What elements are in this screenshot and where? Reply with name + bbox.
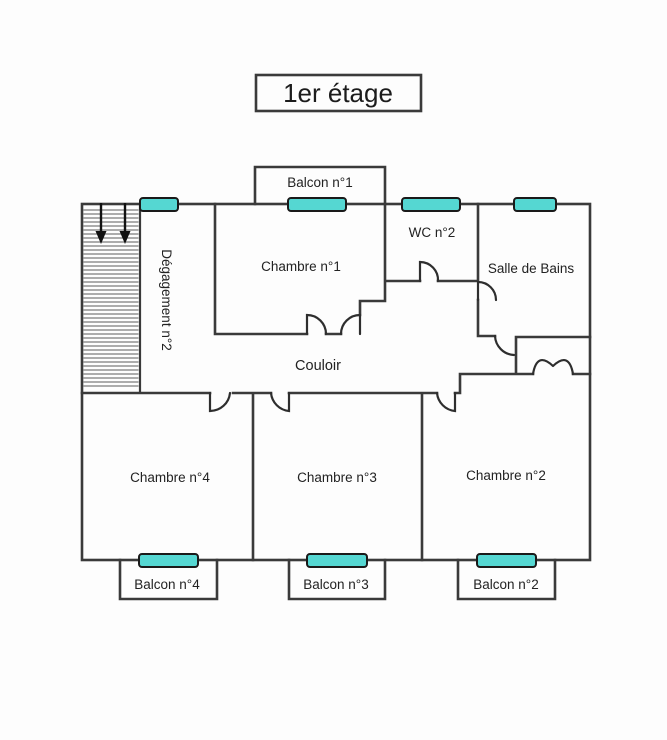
- door-chambre2: [435, 391, 457, 413]
- door-placard-double: [531, 359, 575, 376]
- label-balcon-3: Balcon n°3: [303, 577, 368, 592]
- door-salle-de-bains: [493, 334, 516, 357]
- door-chambre3: [269, 391, 291, 413]
- door-chambre1-left: [305, 313, 328, 336]
- label-couloir: Couloir: [295, 358, 341, 374]
- doors: [208, 260, 575, 413]
- window-chambre3: [306, 553, 368, 568]
- page-title: 1er étage: [283, 78, 393, 108]
- door-chambre1-right: [339, 313, 362, 336]
- balcony-1-wall: [253, 165, 387, 206]
- door-chambre4: [208, 391, 232, 413]
- label-chambre-2: Chambre n°2: [466, 468, 546, 483]
- window-chambre1: [287, 197, 347, 212]
- window-wc: [401, 197, 461, 212]
- window-degagement: [139, 197, 179, 212]
- label-wc-2: WC n°2: [409, 225, 456, 240]
- label-chambre-4: Chambre n°4: [130, 470, 210, 485]
- staircase: [83, 203, 142, 393]
- stairs-down-arrow: [119, 203, 131, 244]
- title-block: 1er étage: [254, 73, 423, 113]
- title-border: [254, 73, 423, 113]
- balcony-3-wall: [287, 558, 387, 601]
- door-wc: [418, 260, 440, 283]
- room-labels: Balcon n°1 WC n°2 Salle de Bains Chambre…: [130, 175, 574, 592]
- window-chambre2: [476, 553, 537, 568]
- label-chambre-3: Chambre n°3: [297, 470, 377, 485]
- label-salle-de-bains: Salle de Bains: [488, 261, 575, 276]
- interior-walls: [80, 202, 592, 562]
- label-chambre-1: Chambre n°1: [261, 259, 341, 274]
- label-balcon-2: Balcon n°2: [473, 577, 538, 592]
- staircase-hatch: [83, 209, 139, 387]
- windows: [138, 197, 557, 568]
- label-degagement-2: Dégagement n°2: [159, 249, 174, 350]
- label-balcon-4: Balcon n°4: [134, 577, 200, 592]
- door-vestibule-corner: [476, 280, 498, 302]
- balcony-2-wall: [456, 558, 557, 601]
- label-balcon-1: Balcon n°1: [287, 175, 352, 190]
- balcony-4-wall: [118, 558, 219, 601]
- outer-wall: [80, 202, 592, 562]
- window-chambre4: [138, 553, 199, 568]
- stairs-down-arrow: [95, 203, 107, 244]
- window-salle-de-bains: [513, 197, 557, 212]
